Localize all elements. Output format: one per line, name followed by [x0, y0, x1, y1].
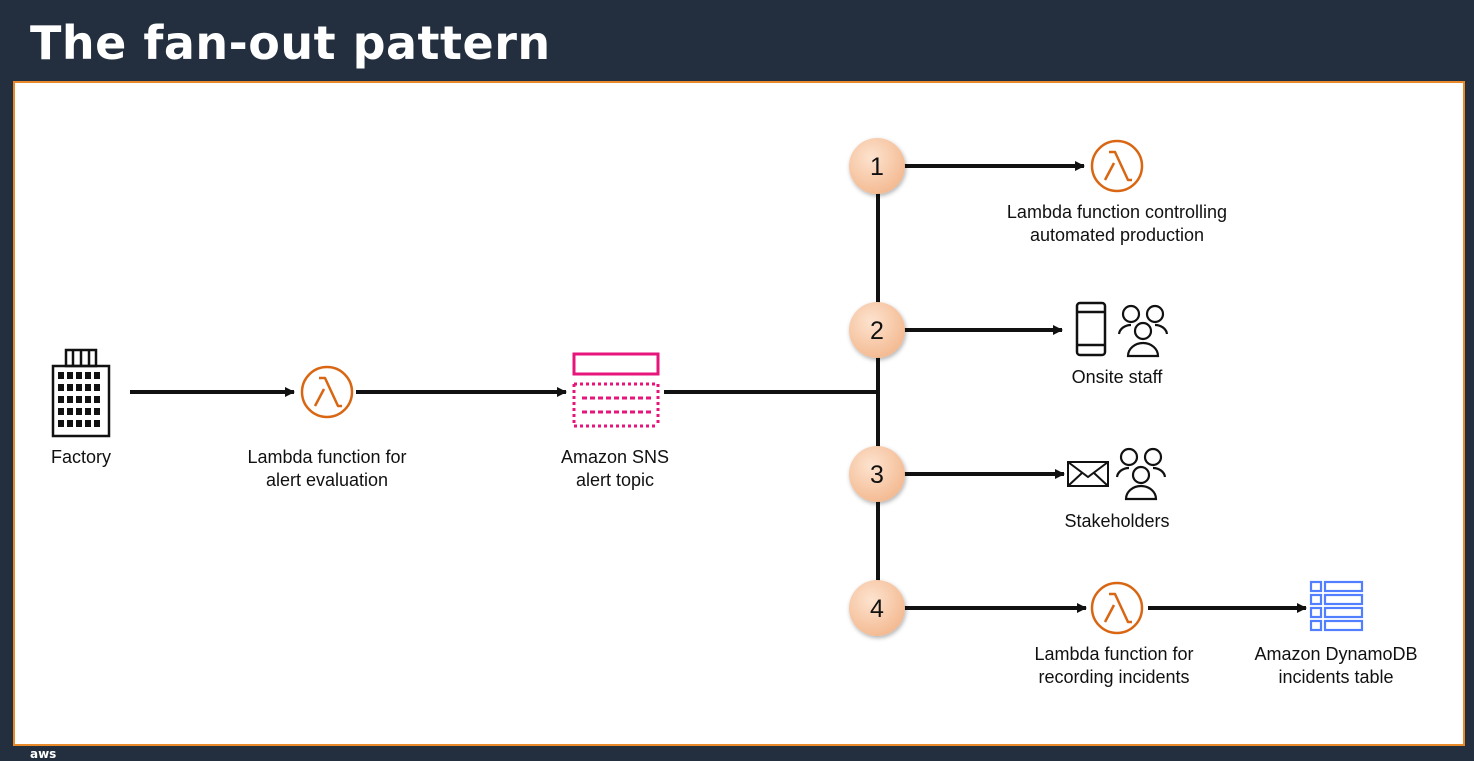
users-icon: [1115, 447, 1167, 501]
onsite-staff-label: Onsite staff: [1072, 367, 1164, 387]
step-3-number: 3: [870, 461, 884, 489]
sns-label-line1: Amazon SNS: [561, 447, 669, 467]
building-icon: [51, 348, 111, 438]
factory-label: Factory: [51, 447, 111, 467]
step-4-number: 4: [870, 595, 884, 623]
step-1-badge: 1: [849, 138, 905, 194]
step-2-number: 2: [870, 317, 884, 345]
dynamodb-table-icon: [1309, 580, 1364, 632]
lambda-production-label-line2: automated production: [1030, 225, 1204, 245]
step-4-badge: 4: [849, 580, 905, 636]
lambda-icon: [300, 365, 354, 419]
lambda-icon: [1090, 139, 1144, 193]
dynamodb-label-line1: Amazon DynamoDB: [1254, 644, 1417, 664]
lambda-alert-label-line1: Lambda function for: [247, 447, 406, 467]
lambda-alert-label-line2: alert evaluation: [266, 470, 388, 490]
step-3-badge: 3: [849, 446, 905, 502]
dynamodb-label-line2: incidents table: [1278, 667, 1393, 687]
step-2-badge: 2: [849, 302, 905, 358]
lambda-incidents-label-line1: Lambda function for: [1034, 644, 1193, 664]
connectors: [130, 161, 1307, 613]
sns-topic-icon: [572, 352, 660, 428]
lambda-production-label-line1: Lambda function controlling: [1007, 202, 1227, 222]
aws-logo: aws: [30, 747, 57, 761]
stakeholders-label: Stakeholders: [1064, 511, 1169, 531]
diagram-panel: [13, 81, 1465, 746]
step-1-number: 1: [870, 153, 884, 181]
email-icon: [1067, 461, 1109, 487]
slide-title: The fan-out pattern: [30, 16, 551, 70]
sns-label-line2: alert topic: [576, 470, 654, 490]
mobile-phone-icon: [1075, 301, 1107, 357]
lambda-incidents-label-line2: recording incidents: [1038, 667, 1189, 687]
users-icon: [1117, 304, 1169, 358]
lambda-icon: [1090, 581, 1144, 635]
